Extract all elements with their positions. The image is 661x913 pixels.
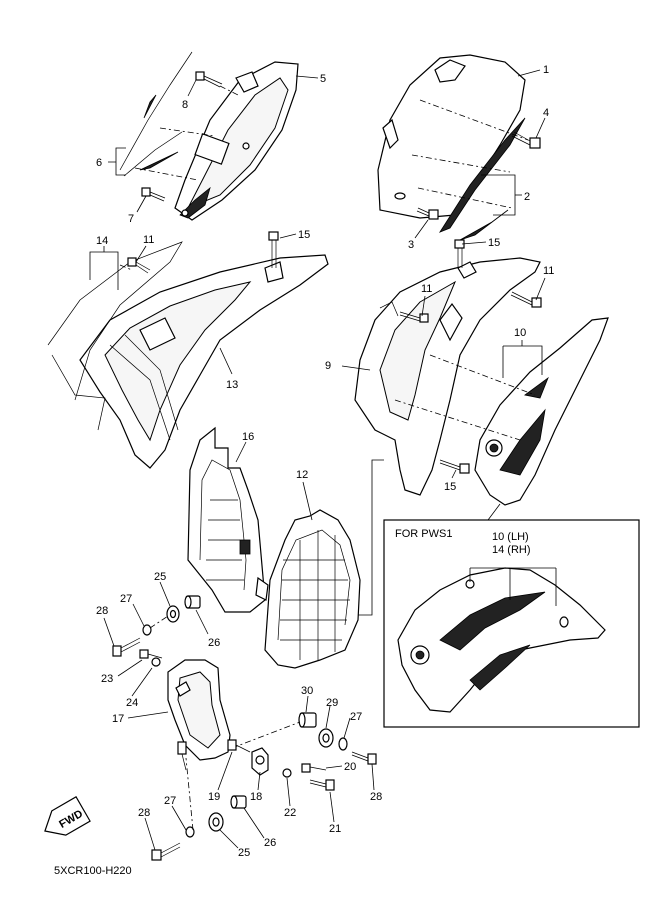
callout-9: 9	[325, 360, 331, 372]
bolt-7	[141, 187, 166, 202]
reservoir-tank-17	[167, 659, 231, 771]
callout-26b: 26	[264, 837, 276, 849]
callout-18: 18	[250, 791, 262, 803]
callout-27b: 27	[350, 711, 362, 723]
grommet-25-top	[166, 605, 180, 623]
callout-4: 4	[543, 107, 549, 119]
callout-12: 12	[296, 469, 308, 481]
callout-21: 21	[329, 823, 341, 835]
callout-10: 10	[514, 327, 526, 339]
callout-28a: 28	[96, 605, 108, 617]
bolt-28-bottom	[151, 842, 181, 861]
graphic-left-6	[119, 51, 193, 177]
callout-27c: 27	[164, 795, 176, 807]
bolt-15-left	[268, 231, 279, 268]
radiator-cover-left	[79, 254, 329, 469]
bolt-19	[227, 739, 251, 753]
bolt-28-top	[112, 637, 141, 657]
callout-6: 6	[96, 157, 102, 169]
damper-29	[318, 728, 334, 748]
callout-23: 23	[101, 673, 113, 685]
callout-11a: 11	[143, 234, 154, 246]
inset-label-rh: 14 (RH)	[492, 544, 531, 556]
washer-27-bottom	[185, 826, 195, 838]
bolt-23	[139, 649, 163, 659]
callout-15a: 15	[298, 229, 310, 241]
bolt-8	[195, 71, 223, 88]
bolt-11-mid	[399, 311, 429, 323]
callout-22: 22	[284, 807, 296, 819]
callout-7: 7	[128, 213, 134, 225]
fwd-arrow-icon	[44, 796, 91, 836]
bolt-4	[511, 131, 541, 149]
callout-26a: 26	[208, 637, 220, 649]
graphic-left-14	[47, 241, 183, 431]
collar-26-top	[184, 595, 201, 609]
callout-27a: 27	[120, 593, 132, 605]
washer-27-right	[338, 737, 348, 751]
bolt-21	[309, 779, 335, 791]
graphic-right-10	[474, 317, 609, 506]
washer-27-top	[142, 624, 152, 636]
callout-29: 29	[326, 697, 338, 709]
side-cover-right	[377, 54, 526, 219]
callout-19: 19	[208, 791, 220, 803]
callout-11c: 11	[543, 265, 554, 277]
callout-28c: 28	[138, 807, 150, 819]
bracket-18	[251, 747, 269, 776]
callout-15b: 15	[488, 237, 500, 249]
callout-13: 13	[226, 379, 238, 391]
callout-15c: 15	[444, 481, 456, 493]
callout-17: 17	[112, 713, 124, 725]
radiator-guard-16	[187, 426, 269, 613]
callout-1: 1	[543, 64, 549, 76]
callout-28b: 28	[370, 791, 382, 803]
callout-20: 20	[344, 761, 356, 773]
inset-title: FOR PWS1	[395, 528, 452, 540]
callout-2: 2	[524, 191, 530, 203]
callout-8: 8	[182, 99, 188, 111]
bolt-3	[416, 207, 439, 220]
callout-24: 24	[126, 697, 138, 709]
washer-22	[282, 768, 292, 778]
diagram-code: 5XCR100-H220	[54, 865, 132, 877]
side-cover-left	[174, 61, 299, 221]
bolt-20	[301, 763, 327, 773]
grommet-25-bottom	[208, 812, 224, 832]
bolt-11-left	[127, 257, 151, 274]
collar-26-bottom	[230, 795, 247, 809]
callout-16: 16	[242, 431, 254, 443]
callout-11b: 11	[421, 283, 432, 295]
callout-5: 5	[320, 73, 326, 85]
inset-pws1	[383, 503, 640, 728]
callout-25a: 25	[154, 571, 166, 583]
callout-30: 30	[301, 685, 313, 697]
bolt-15-lower	[439, 459, 470, 474]
inset-label-lh: 10 (LH)	[492, 531, 529, 543]
radiator-guard-12	[264, 509, 361, 669]
collar-30	[298, 712, 317, 728]
leader-lines	[89, 69, 546, 851]
washer-24	[151, 657, 161, 667]
callout-labels: 1 2 3 4 5 6 7 8 9 10 11 11 11 12 13 14 1…	[96, 64, 554, 859]
radiator-cover-right	[354, 257, 541, 496]
callout-25b: 25	[238, 847, 250, 859]
callout-3: 3	[408, 239, 414, 251]
callout-14: 14	[96, 235, 108, 247]
